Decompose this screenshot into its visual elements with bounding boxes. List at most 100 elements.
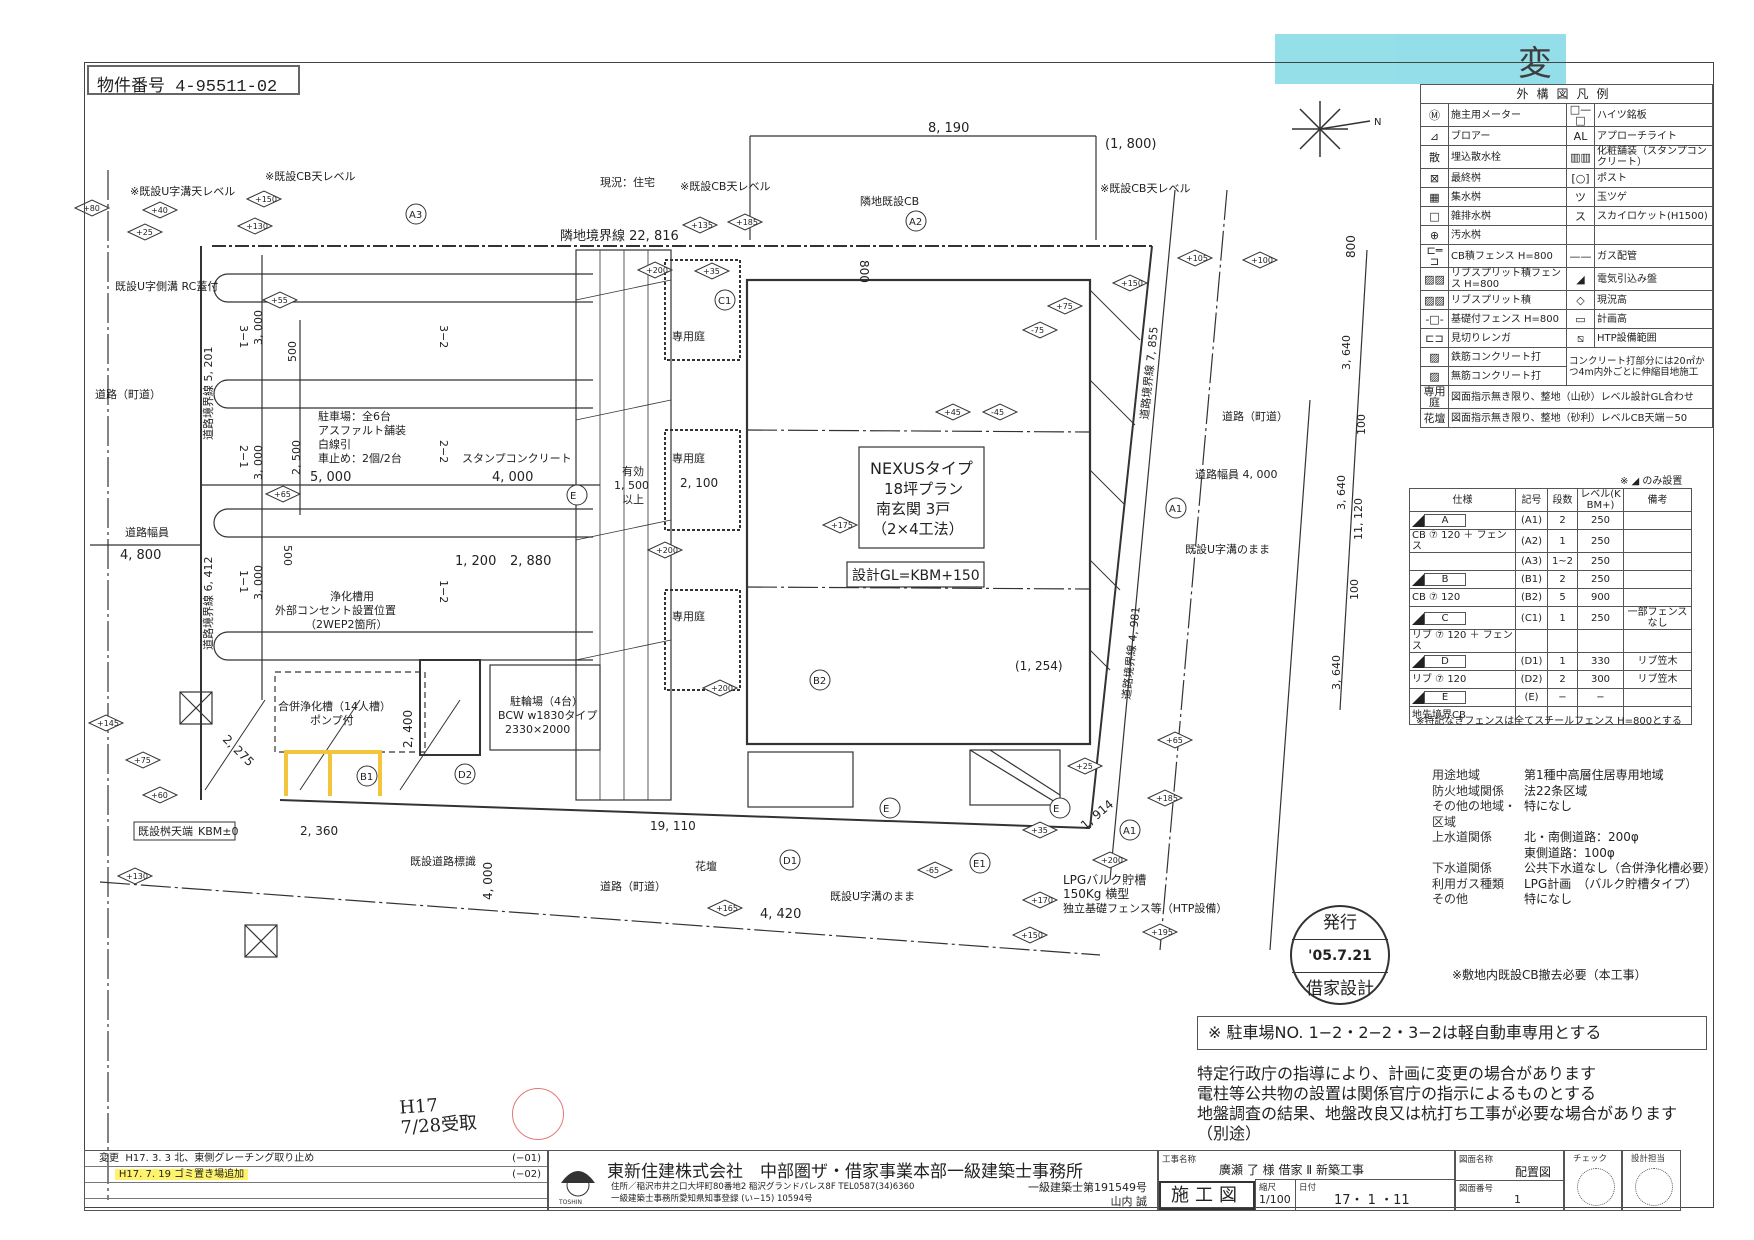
fence-header-row: 仕様記号段数レベル(KBM+)備考 xyxy=(1409,488,1692,512)
legend-label: スカイロケット(H1500) xyxy=(1593,206,1714,226)
fence-code-marker: C1 xyxy=(714,289,736,311)
compass-icon xyxy=(1292,101,1371,157)
level-marker: +105 xyxy=(1176,249,1214,267)
date-label: 日付 xyxy=(1299,1183,1317,1193)
fence-row: 地先境界CB xyxy=(1409,706,1692,725)
level-marker: +25 xyxy=(1066,757,1104,775)
fence-code-marker: A3 xyxy=(405,203,427,225)
rib-wall-icon: ▨▨ xyxy=(1420,290,1449,310)
legend-row: ▨▨リブスプリット積フェンス H=800◢電気引込み盤 xyxy=(1420,267,1714,291)
fence-level: 250 xyxy=(1577,552,1624,571)
existing-house-label: 現況：住宅 xyxy=(600,175,655,189)
level-marker: +65 xyxy=(264,485,302,503)
level-marker: +170 xyxy=(1021,891,1059,909)
site-info: 用途地域第1種中高層住居専用地域防火地域関係法22条区域その他の地域・区域特にな… xyxy=(1432,768,1716,983)
dimension-2100: 2, 100 xyxy=(680,476,718,490)
check-seal-icon xyxy=(1577,1168,1615,1206)
note-line: 地盤調査の結果、地盤改良又は杭打ち工事が必要な場合があります（別途） xyxy=(1197,1104,1678,1143)
building-type: NEXUSタイプ xyxy=(870,459,973,478)
garbage-area-highlight xyxy=(284,750,382,796)
level-value: -65 xyxy=(926,866,939,875)
fence-code-marker: E1 xyxy=(969,852,991,874)
parking-space-1-2: 1−2 xyxy=(437,580,450,603)
north-boundary-label: 隣地境界線 22, 816 xyxy=(560,228,679,244)
revision-table: 変更 H17. 3. 3 北、東側グレーチング取り止め(−01) H17. 7.… xyxy=(84,1150,548,1211)
fence-remarks xyxy=(1623,688,1692,707)
road-south-width: 4, 000 xyxy=(481,862,495,900)
fence-remarks: リブ笠木 xyxy=(1623,652,1692,671)
fence-code: (D2) xyxy=(1515,670,1548,689)
fence-steps: 1~2 xyxy=(1547,552,1578,571)
private-garden-3 xyxy=(664,589,741,691)
existing-level-icon xyxy=(821,516,859,534)
fence-code: (D1) xyxy=(1515,652,1548,671)
existing-level-icon xyxy=(87,714,125,732)
parking-note-box: ※ 駐車場NO. 1−2・2−2・3−2は軽自動車専用とする xyxy=(1197,1016,1707,1050)
private-garden-label-1: 専用庭 xyxy=(672,329,705,343)
parking-note-1: 駐車場：全6台 xyxy=(318,409,391,423)
dimension-1200: 1, 200 xyxy=(455,554,496,569)
design-gl-label: 設計GL=KBM+150 xyxy=(852,568,980,584)
parking-note-4: 車止め：2個/2台 xyxy=(318,451,402,465)
parking-space-1-1: 1−1 xyxy=(237,570,250,593)
legend-label: 現況高 xyxy=(1593,290,1714,310)
level-marker: +200 xyxy=(646,541,684,559)
existing-level-icon xyxy=(261,291,299,309)
project-name: 廣瀬 了 様 借家 Ⅱ 新築工事 xyxy=(1219,1163,1364,1177)
fence-type-letter: B xyxy=(1412,573,1466,586)
drawing-name-block: 図面名称 配置図 図面番号 1 xyxy=(1455,1150,1564,1211)
company-logo-text: TOSHIN xyxy=(559,1199,582,1206)
private-garden-1 xyxy=(664,259,741,361)
company-name: 東新住建株式会社 中部圏ザ・借家事業本部一級建築士事務所 xyxy=(607,1162,1083,1182)
fence-code-marker: B1 xyxy=(356,765,378,787)
level-value: +150 xyxy=(1021,931,1043,940)
level-marker: +185 xyxy=(1146,789,1184,807)
note-line: 特定行政庁の指導により、計画に変更の場合があります xyxy=(1197,1064,1597,1083)
level-value: +35 xyxy=(703,267,720,276)
walkway-stamp-concrete xyxy=(575,249,672,801)
architect-name: 山内 誠 xyxy=(1110,1195,1148,1208)
lpg-capacity-label: 150Kg 横型 xyxy=(1063,887,1129,901)
fence-level: − xyxy=(1577,688,1624,707)
revision-row: H17. 7. 19 ゴミ置き場追加(−02) xyxy=(85,1167,547,1183)
fence-remarks xyxy=(1623,588,1692,607)
fence-remarks xyxy=(1623,552,1692,571)
legend-key: 花壇 xyxy=(1420,408,1449,428)
level-value: +65 xyxy=(274,490,291,499)
level-value: +100 xyxy=(1251,256,1273,265)
fence-level: 250 xyxy=(1577,511,1624,530)
fence-steps: 1 xyxy=(1547,529,1578,553)
designer-label: 設計担当 xyxy=(1631,1154,1666,1164)
drawing-name: 配置図 xyxy=(1514,1165,1551,1179)
revision-number: (−02) xyxy=(512,1169,541,1180)
fence-spec: B xyxy=(1409,570,1516,589)
level-marker: +100 xyxy=(1241,251,1279,269)
planned-level-icon: ▭ xyxy=(1566,309,1595,329)
htp-area-icon: ⧅ xyxy=(1566,328,1595,348)
level-marker: +35 xyxy=(693,262,731,280)
property-number: 物件番号 4-95511-02 xyxy=(87,65,300,97)
site-info-value: 特になし xyxy=(1524,892,1573,906)
private-garden-label-2: 専用庭 xyxy=(672,451,705,465)
legend-row: ▦集水桝ツ玉ツゲ xyxy=(1420,187,1714,207)
legend-symbol xyxy=(1566,225,1595,245)
parking-space-2-2: 2−2 xyxy=(437,440,450,463)
outlet-note-1: 浄化槽用 xyxy=(330,589,374,603)
site-info-remark: ※敷地内既設CB撤去必要（本工事） xyxy=(1452,967,1647,982)
fence-remarks xyxy=(1623,511,1692,530)
neighbor-cb-label: 隣地既設CB xyxy=(860,194,919,208)
legend-label: 化粧舗装（スタンプコンクリート） xyxy=(1593,145,1714,169)
level-marker: -45 xyxy=(981,403,1019,421)
existing-level-icon xyxy=(1241,251,1279,269)
fence-level: 250 xyxy=(1577,606,1624,630)
dimension-1800: (1, 800) xyxy=(1105,137,1157,152)
fence-code-label: A2 xyxy=(909,217,922,228)
fence-steps: − xyxy=(1547,688,1578,707)
fence-level: 900 xyxy=(1577,588,1624,607)
level-value: +105 xyxy=(1186,254,1208,263)
road-centerline-south xyxy=(99,881,1101,956)
legend-header-row: 外構図凡例 xyxy=(1419,84,1714,104)
